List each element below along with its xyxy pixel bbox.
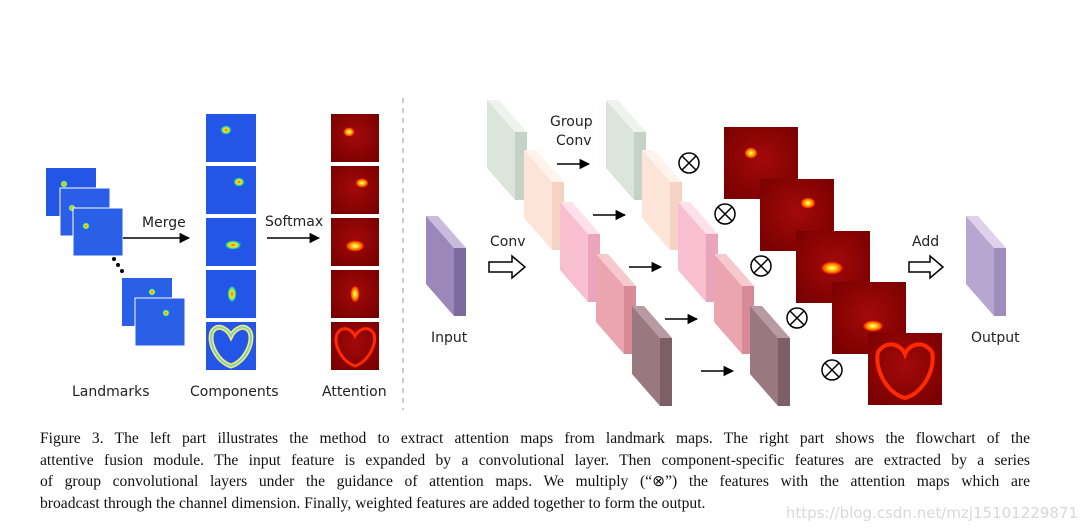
attention-map xyxy=(331,322,379,370)
attention-map xyxy=(331,114,379,162)
caption-line: Figure 3. The left part illustrates the … xyxy=(40,430,1030,447)
feature-block xyxy=(524,150,564,250)
component-map xyxy=(206,322,256,370)
component-maps xyxy=(206,114,256,370)
component-map xyxy=(206,166,256,214)
output-block xyxy=(966,216,1006,316)
landmark-ellipsis-dots xyxy=(112,257,124,273)
component-map xyxy=(206,218,256,266)
conv-label: Conv xyxy=(490,234,526,250)
landmarks-label: Landmarks xyxy=(72,384,150,400)
caption-line: of group convolutional layers under the … xyxy=(40,473,1030,490)
component-map xyxy=(206,270,256,318)
multiply-symbols xyxy=(678,152,843,381)
landmark-maps xyxy=(46,168,186,347)
weighted-attention-maps xyxy=(724,127,942,405)
input-label: Input xyxy=(431,330,468,346)
group-conv-arrows xyxy=(557,158,735,377)
feature-block xyxy=(487,100,527,200)
attention-maps xyxy=(331,114,379,370)
feature-block xyxy=(714,254,754,354)
add-hollow-arrow xyxy=(908,254,945,280)
feature-block xyxy=(632,306,672,406)
caption-line: attentive fusion module. The input featu… xyxy=(40,451,1030,469)
merge-label: Merge xyxy=(142,215,186,231)
figure-diagram xyxy=(46,98,1006,410)
landmark-map xyxy=(134,297,186,347)
attention-map xyxy=(331,166,379,214)
feature-block xyxy=(678,202,718,302)
feature-block xyxy=(606,100,646,200)
multiply-icon xyxy=(786,307,808,329)
feature-block xyxy=(560,202,600,302)
components-label: Components xyxy=(190,384,279,400)
conv-hollow-arrow xyxy=(488,254,527,280)
softmax-label: Softmax xyxy=(265,214,324,230)
caption-line: broadcast through the channel dimension.… xyxy=(40,494,706,512)
multiply-icon xyxy=(714,203,736,225)
group-conv-label-line1: Group xyxy=(550,114,593,130)
output-label: Output xyxy=(971,330,1020,346)
group-conv-stack-before xyxy=(487,100,672,406)
feature-block xyxy=(642,150,682,250)
landmark-map xyxy=(72,207,124,257)
watermark-url: https://blog.csdn.net/mzj15101229871 xyxy=(785,504,1078,522)
group-conv-stack-after xyxy=(606,100,790,406)
figure-caption: Figure 3. The left part illustrates the … xyxy=(40,428,1030,514)
multiply-icon xyxy=(678,152,700,174)
component-map xyxy=(206,114,256,162)
multiply-icon xyxy=(821,359,843,381)
group-conv-label-line2: Conv xyxy=(556,133,592,149)
attention-map xyxy=(868,333,942,405)
feature-block xyxy=(596,254,636,354)
add-label: Add xyxy=(912,234,940,250)
multiply-icon xyxy=(750,255,772,277)
input-block xyxy=(426,216,466,316)
feature-block xyxy=(750,306,790,406)
attention-map xyxy=(331,218,379,266)
attention-map xyxy=(331,270,379,318)
attention-label: Attention xyxy=(322,384,387,400)
